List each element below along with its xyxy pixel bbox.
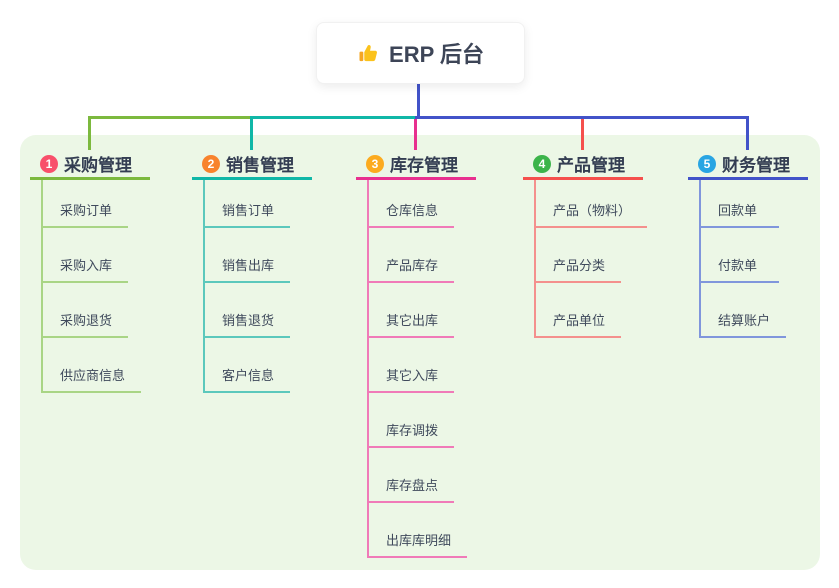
mindmap-panel	[20, 135, 820, 570]
child-label: 库存盘点	[386, 478, 439, 493]
child-label: 仓库信息	[386, 203, 439, 218]
branch-label: 销售管理	[226, 156, 294, 175]
branch-column: 3 库存管理 仓库信息产品库存其它出库其它入库库存调拨库存盘点出库库明细	[356, 150, 476, 558]
connector-drop	[250, 119, 253, 150]
child-label: 结算账户	[718, 313, 771, 328]
child-label: 销售订单	[222, 203, 275, 218]
branch-number-badge: 1	[40, 154, 58, 173]
child-node[interactable]: 回款单	[701, 180, 779, 228]
child-label: 付款单	[718, 258, 758, 273]
branch-header-node[interactable]: 4 产品管理	[523, 150, 643, 180]
connector-drop	[746, 119, 749, 150]
child-label: 其它入库	[386, 368, 439, 383]
child-label: 产品单位	[553, 313, 606, 328]
branch-header-node[interactable]: 1 采购管理	[30, 150, 150, 180]
child-label: 供应商信息	[60, 368, 126, 383]
child-node[interactable]: 客户信息	[205, 338, 291, 393]
branch-number-badge: 2	[202, 154, 220, 173]
child-node[interactable]: 销售出库	[205, 228, 291, 283]
child-node[interactable]: 产品库存	[369, 228, 455, 283]
child-node[interactable]: 采购订单	[43, 180, 129, 228]
child-node[interactable]: 销售订单	[205, 180, 291, 228]
connector-drop	[88, 119, 91, 150]
connector-root-vertical	[417, 82, 420, 119]
branch-label: 采购管理	[64, 156, 132, 175]
child-label: 产品库存	[386, 258, 439, 273]
thumbs-up-icon	[357, 42, 380, 65]
child-node[interactable]: 出库库明细	[369, 503, 468, 558]
child-label: 采购入库	[60, 258, 113, 273]
branch-header-node[interactable]: 5 财务管理	[688, 150, 808, 180]
branch-column: 4 产品管理 产品（物料） 产品分类产品单位	[523, 150, 648, 338]
children-group: 采购订单采购入库采购退货供应商信息	[41, 180, 150, 393]
child-node[interactable]: 销售退货	[205, 283, 291, 338]
connector-bus-segment-green	[88, 116, 253, 119]
child-node[interactable]: 仓库信息	[369, 180, 455, 228]
branch-number-badge: 4	[533, 154, 551, 173]
child-node[interactable]: 库存盘点	[369, 448, 455, 503]
connector-drop	[581, 119, 584, 150]
child-label: 销售退货	[222, 313, 275, 328]
child-label: 销售出库	[222, 258, 275, 273]
child-node[interactable]: 产品分类	[536, 228, 622, 283]
branch-label: 库存管理	[390, 156, 458, 175]
child-node[interactable]: 其它出库	[369, 283, 455, 338]
child-node[interactable]: 付款单	[701, 228, 779, 283]
branch-header-node[interactable]: 2 销售管理	[192, 150, 312, 180]
connector-bus-segment-blue	[415, 116, 749, 119]
child-node[interactable]: 产品单位	[536, 283, 622, 338]
branch-number-badge: 5	[698, 154, 716, 173]
child-node[interactable]: 库存调拨	[369, 393, 455, 448]
child-label: 采购退货	[60, 313, 113, 328]
branch-column: 2 销售管理 销售订单销售出库销售退货客户信息	[192, 150, 312, 393]
child-node[interactable]: 供应商信息	[43, 338, 142, 393]
child-label: 回款单	[718, 203, 758, 218]
branch-header-node[interactable]: 3 库存管理	[356, 150, 476, 180]
child-node[interactable]: 产品（物料）	[536, 180, 648, 228]
root-node[interactable]: ERP 后台	[316, 22, 525, 84]
root-title: ERP 后台	[389, 42, 484, 67]
branch-number-badge: 3	[366, 154, 384, 173]
child-label: 库存调拨	[386, 423, 439, 438]
child-node[interactable]: 其它入库	[369, 338, 455, 393]
child-label: 产品（物料）	[553, 203, 632, 218]
branch-label: 财务管理	[722, 156, 790, 175]
child-node[interactable]: 采购入库	[43, 228, 129, 283]
connector-drop	[414, 119, 417, 150]
children-group: 销售订单销售出库销售退货客户信息	[203, 180, 312, 393]
children-group: 仓库信息产品库存其它出库其它入库库存调拨库存盘点出库库明细	[367, 180, 476, 558]
children-group: 回款单付款单结算账户	[699, 180, 808, 338]
branch-label: 产品管理	[557, 156, 625, 175]
child-label: 产品分类	[553, 258, 606, 273]
children-group: 产品（物料） 产品分类产品单位	[534, 180, 648, 338]
child-label: 采购订单	[60, 203, 113, 218]
child-node[interactable]: 采购退货	[43, 283, 129, 338]
child-node[interactable]: 结算账户	[701, 283, 787, 338]
child-label: 客户信息	[222, 368, 275, 383]
child-label: 其它出库	[386, 313, 439, 328]
branch-column: 5 财务管理 回款单付款单结算账户	[688, 150, 808, 338]
branch-column: 1 采购管理 采购订单采购入库采购退货供应商信息	[30, 150, 150, 393]
connector-bus-segment-teal	[250, 116, 417, 119]
child-label: 出库库明细	[386, 533, 452, 548]
